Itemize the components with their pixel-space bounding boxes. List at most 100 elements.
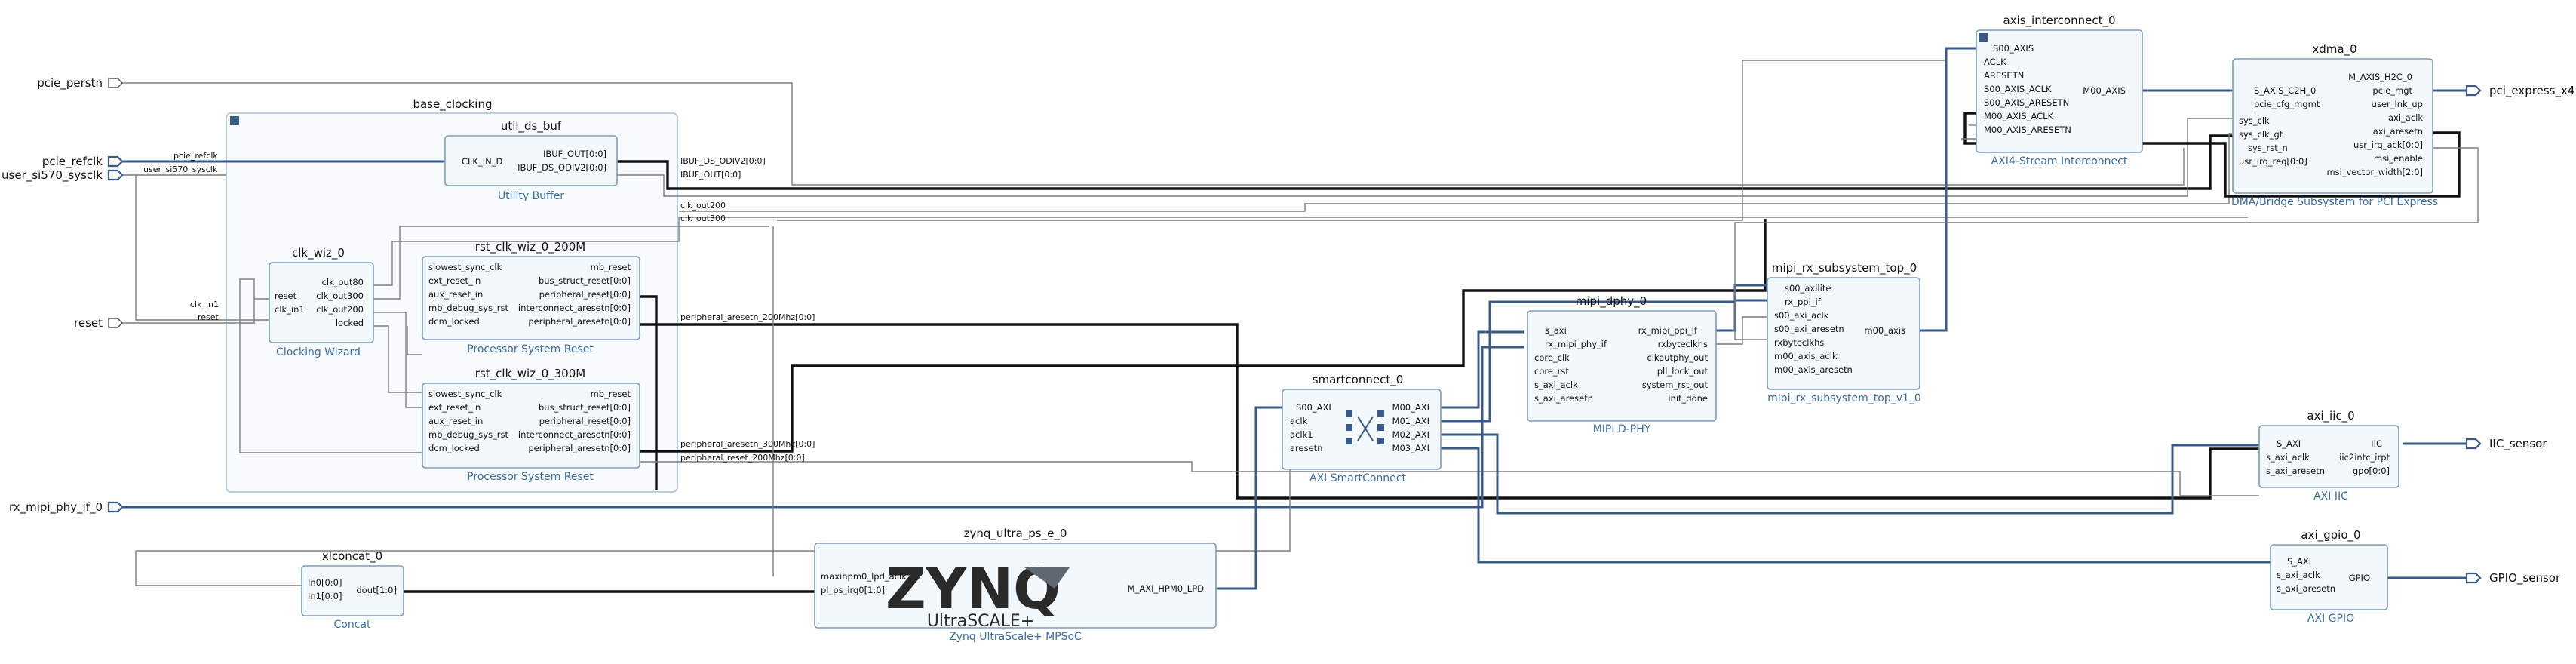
port-s-axi[interactable]: s_axi	[1545, 325, 1567, 336]
collapse-icon[interactable]	[230, 116, 239, 125]
port-m00-axis[interactable]: M00_AXIS	[2083, 85, 2126, 96]
port-rx-mipi-ppi-if[interactable]: rx_mipi_ppi_if	[1638, 325, 1698, 336]
port-s00-axis-aclk[interactable]: S00_AXIS_ACLK	[1984, 84, 2052, 94]
port-s00-axi-aresetn[interactable]: s00_axi_aresetn	[1774, 324, 1844, 334]
port-gpio[interactable]: GPIO	[2349, 573, 2370, 583]
port-m00-axis[interactable]: m00_axis	[1864, 325, 1905, 336]
block-rst-clk-wiz-0-200m[interactable]: rst_clk_wiz_0_200M slowest_sync_clk ext_…	[422, 240, 640, 355]
port-rxbyteclkhs[interactable]: rxbyteclkhs	[1774, 337, 1824, 348]
block-util-ds-buf[interactable]: util_ds_buf CLK_IN_D IBUF_OUT[0:0] IBUF_…	[444, 119, 618, 202]
block-zynq-ultra-ps-e-0[interactable]: zynq_ultra_ps_e_0 ZYNQ UltraSCALE+ maxih…	[814, 527, 1217, 643]
port-dout[interactable]: dout[1:0]	[356, 585, 397, 595]
block-axis-interconnect-0[interactable]: axis_interconnect_0 S00_AXIS ACLK ARESET…	[1976, 14, 2143, 168]
block-axi-gpio-0[interactable]: axi_gpio_0 S_AXI s_axi_aclk s_axi_areset…	[2270, 528, 2388, 625]
ext-port-pcie-refclk[interactable]: pcie_refclk	[42, 155, 124, 169]
port-msi-vector-width[interactable]: msi_vector_width[2:0]	[2326, 167, 2423, 177]
port-s-axi-aclk[interactable]: s_axi_aclk	[2266, 452, 2310, 463]
block-xlconcat-0[interactable]: xlconcat_0 In0[0:0] In1[0:0] dout[1:0] C…	[301, 549, 404, 631]
block-axi-iic-0[interactable]: axi_iic_0 S_AXI s_axi_aclk s_axi_aresetn…	[2258, 409, 2399, 503]
port-pcie-cfg-mgmt[interactable]: pcie_cfg_mgmt	[2254, 99, 2320, 109]
port-aclk1[interactable]: aclk1	[1290, 429, 1313, 440]
port-aresetn[interactable]: ARESETN	[1984, 70, 2024, 81]
port-clk-out300[interactable]: clk_out300	[316, 290, 364, 301]
port-pll-lock-out[interactable]: pll_lock_out	[1657, 366, 1709, 377]
port-m03-axi[interactable]: M03_AXI	[1392, 443, 1429, 453]
port-usr-irq-ack[interactable]: usr_irq_ack[0:0]	[2353, 140, 2423, 150]
port-usr-irq-req[interactable]: usr_irq_req[0:0]	[2239, 156, 2307, 167]
port-sys-clk[interactable]: sys_clk	[2239, 115, 2270, 126]
port-s-axis-c2h-0[interactable]: S_AXIS_C2H_0	[2254, 85, 2316, 96]
port-clk-out200[interactable]: clk_out200	[316, 304, 364, 315]
port-peripheral-reset[interactable]: peripheral_reset[0:0]	[539, 289, 631, 300]
port-s-axi[interactable]: S_AXI	[2277, 438, 2301, 449]
port-s-axi-aresetn[interactable]: s_axi_aresetn	[2277, 583, 2335, 594]
port-rxbyteclkhs[interactable]: rxbyteclkhs	[1658, 339, 1708, 349]
port-aux-reset-in[interactable]: aux_reset_in	[428, 416, 483, 426]
ext-port-gpio-sensor[interactable]: GPIO_sensor	[2465, 571, 2561, 586]
port-s00-axis-aresetn[interactable]: S00_AXIS_ARESETN	[1984, 97, 2069, 108]
port-dcm-locked[interactable]: dcm_locked	[428, 316, 480, 327]
block-rst-clk-wiz-0-300m[interactable]: rst_clk_wiz_0_300M slowest_sync_clk ext_…	[422, 367, 640, 483]
ext-port-rx-mipi-phy-if-0[interactable]: rx_mipi_phy_if_0	[9, 500, 124, 515]
port-clk-in-d[interactable]: CLK_IN_D	[462, 156, 502, 167]
block-smartconnect-0[interactable]: smartconnect_0 S00_AXI aclk aclk1 areset…	[1282, 373, 1442, 484]
port-s-axi-aclk[interactable]: s_axi_aclk	[1534, 380, 1578, 390]
port-pl-ps-irq0[interactable]: pl_ps_irq0[1:0]	[821, 585, 885, 595]
ext-port-iic-sensor[interactable]: IIC_sensor	[2465, 437, 2547, 451]
block-xdma-0[interactable]: xdma_0 S_AXIS_C2H_0 pcie_cfg_mgmt sys_cl…	[2231, 42, 2438, 208]
block-clk-wiz-0[interactable]: clk_wiz_0 reset clk_in1 clk_out80 clk_ou…	[269, 246, 374, 358]
port-clk-in1[interactable]: clk_in1	[275, 304, 305, 315]
ext-port-pcie-perstn[interactable]: pcie_perstn	[37, 76, 123, 91]
port-s00-axis[interactable]: S00_AXIS	[1993, 43, 2034, 54]
port-axi-aclk[interactable]: axi_aclk	[2388, 112, 2423, 123]
port-m00-axi[interactable]: M00_AXI	[1392, 402, 1429, 413]
ext-port-user-si570-sysclk[interactable]: user_si570_sysclk	[2, 168, 124, 183]
port-in0[interactable]: In0[0:0]	[308, 577, 342, 588]
port-m02-axi[interactable]: M02_AXI	[1392, 429, 1429, 440]
port-iic[interactable]: IIC	[2371, 438, 2382, 449]
port-bus-struct-reset[interactable]: bus_struct_reset[0:0]	[539, 402, 631, 413]
port-in1[interactable]: In1[0:0]	[308, 591, 342, 601]
port-m-axi-hpm0-lpd[interactable]: M_AXI_HPM0_LPD	[1128, 583, 1204, 594]
port-mb-debug-sys-rst[interactable]: mb_debug_sys_rst	[428, 303, 509, 313]
port-reset[interactable]: reset	[275, 290, 297, 301]
port-ext-reset-in[interactable]: ext_reset_in	[428, 275, 481, 286]
port-sys-rst-n[interactable]: sys_rst_n	[2248, 143, 2288, 153]
port-s00-axilite[interactable]: s00_axilite	[1785, 283, 1831, 294]
port-sys-clk-gt[interactable]: sys_clk_gt	[2239, 129, 2283, 140]
port-axi-aresetn[interactable]: axi_aresetn	[2373, 126, 2423, 137]
port-system-rst-out[interactable]: system_rst_out	[1642, 380, 1709, 390]
port-locked[interactable]: locked	[336, 318, 364, 328]
port-clkoutphy-out[interactable]: clkoutphy_out	[1647, 352, 1708, 363]
port-peripheral-reset[interactable]: peripheral_reset[0:0]	[539, 416, 631, 426]
port-gpo[interactable]: gpo[0:0]	[2353, 466, 2390, 476]
port-iic2intc-irpt[interactable]: iic2intc_irpt	[2339, 452, 2390, 463]
port-m00-axis-aclk[interactable]: M00_AXIS_ACLK	[1984, 111, 2054, 121]
port-m00-axis-aresetn[interactable]: m00_axis_aresetn	[1774, 364, 1853, 375]
port-bus-struct-reset[interactable]: bus_struct_reset[0:0]	[539, 275, 631, 286]
port-m-axis-h2c-0[interactable]: M_AXIS_H2C_0	[2348, 72, 2412, 82]
port-s-axi-aresetn[interactable]: s_axi_aresetn	[2266, 466, 2325, 476]
port-s-axi-aresetn[interactable]: s_axi_aresetn	[1534, 393, 1593, 404]
port-ibuf-ds-odiv2[interactable]: IBUF_DS_ODIV2[0:0]	[517, 162, 606, 173]
block-mipi-rx-subsystem-top-0[interactable]: mipi_rx_subsystem_top_0 s00_axilite rx_p…	[1767, 261, 1921, 404]
ext-port-reset[interactable]: reset	[74, 316, 123, 330]
port-s00-axi[interactable]: S00_AXI	[1296, 402, 1331, 413]
ext-port-pci-express-x4[interactable]: pci_express_x4	[2465, 84, 2574, 98]
port-mb-debug-sys-rst[interactable]: mb_debug_sys_rst	[428, 429, 509, 440]
port-mb-reset[interactable]: mb_reset	[591, 389, 631, 399]
port-slowest-sync-clk[interactable]: slowest_sync_clk	[428, 262, 502, 272]
port-msi-enable[interactable]: msi_enable	[2374, 153, 2423, 164]
port-ibuf-out[interactable]: IBUF_OUT[0:0]	[543, 149, 606, 159]
port-m00-axis-aclk[interactable]: m00_axis_aclk	[1774, 351, 1838, 361]
port-m01-axi[interactable]: M01_AXI	[1392, 416, 1429, 426]
port-dcm-locked[interactable]: dcm_locked	[428, 443, 480, 453]
port-peripheral-aresetn[interactable]: peripheral_aresetn[0:0]	[528, 443, 631, 453]
port-m00-axis-aresetn[interactable]: M00_AXIS_ARESETN	[1984, 124, 2071, 135]
port-user-lnk-up[interactable]: user_lnk_up	[2372, 99, 2423, 109]
port-s-axi[interactable]: S_AXI	[2287, 556, 2311, 567]
port-init-done[interactable]: init_done	[1668, 393, 1708, 404]
port-interconnect-aresetn[interactable]: interconnect_aresetn[0:0]	[518, 429, 631, 440]
port-aresetn[interactable]: aresetn	[1290, 443, 1322, 453]
